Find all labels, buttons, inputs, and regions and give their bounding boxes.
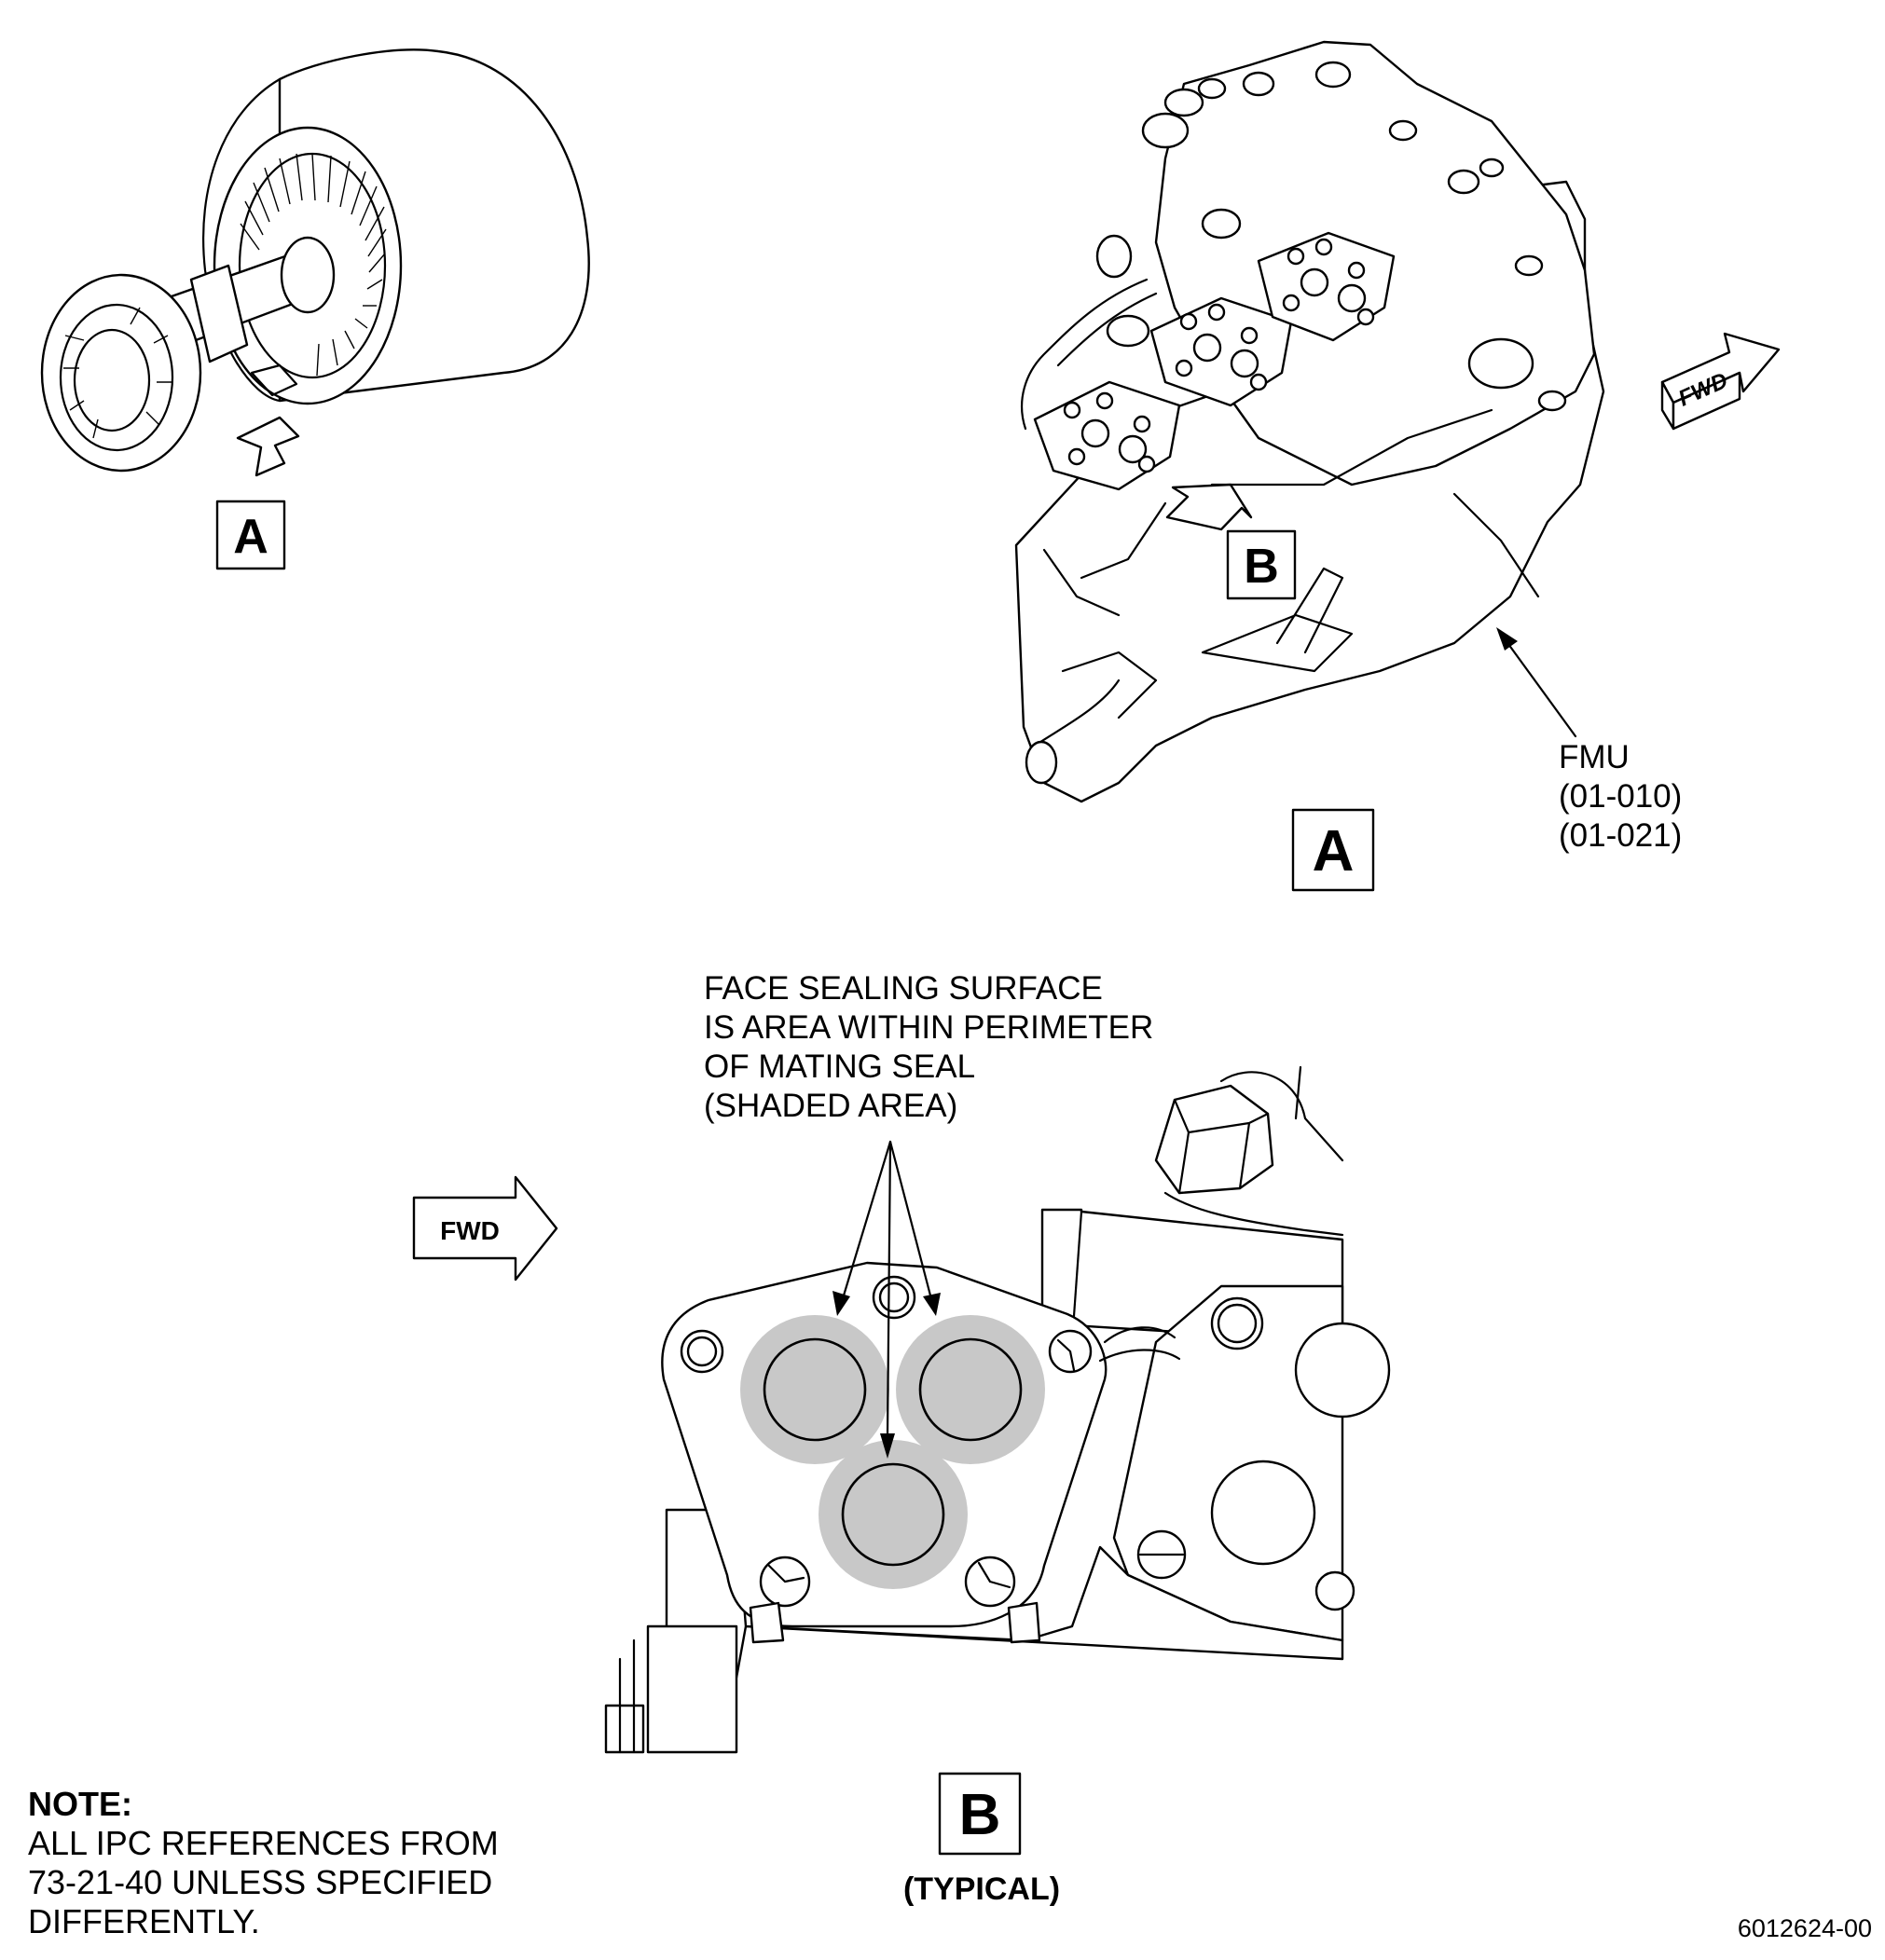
note-block: NOTE: ALL IPC REFERENCES FROM 73-21-40 U… xyxy=(28,1785,499,1941)
bolt-holes xyxy=(680,1275,1093,1608)
fwd-arrow-view-a: FWD xyxy=(1660,332,1781,431)
port-hole-3 xyxy=(841,1462,945,1567)
fmu-leader-arrowhead xyxy=(1496,627,1518,651)
fwd-arrow-view-b-label: FWD xyxy=(440,1216,500,1245)
fmu-leader-line xyxy=(1499,632,1577,738)
view-a-pointer-arrow xyxy=(236,416,300,477)
port-hole-1 xyxy=(763,1337,867,1442)
note-line-1: ALL IPC REFERENCES FROM xyxy=(28,1824,499,1862)
view-a-fmu-drawing: B FMU (01-010) (01-021) A FWD xyxy=(1014,40,1781,892)
sealing-callout-line-4: (SHADED AREA) xyxy=(704,1088,957,1124)
note-line-2: 73-21-40 UNLESS SPECIFIED xyxy=(28,1863,493,1901)
sealing-callout-leaders xyxy=(832,1140,941,1459)
view-b-title-box xyxy=(938,1772,1022,1856)
view-b-pointer-arrow xyxy=(1165,483,1253,531)
document-number: 6012624-00 xyxy=(1737,1914,1872,1942)
view-a-title-box xyxy=(1291,808,1375,892)
port-hole-2 xyxy=(918,1337,1023,1442)
fmu-label-name: FMU xyxy=(1559,739,1630,775)
sealing-callout-line-2: IS AREA WITHIN PERIMETER xyxy=(704,1009,1153,1046)
view-a-callout-letter: A xyxy=(233,510,268,564)
note-heading: NOTE: xyxy=(28,1785,132,1823)
note-line-3: DIFFERENTLY. xyxy=(28,1902,260,1940)
fmu-label-ref-2: (01-021) xyxy=(1559,817,1682,854)
view-b-flange-drawing: FWD xyxy=(412,970,1391,1907)
view-b-callout-letter-small: B xyxy=(1244,540,1279,594)
view-a-title-letter: A xyxy=(1313,819,1355,884)
engine-overview-drawing: A xyxy=(40,48,590,570)
sealing-callout-line-3: OF MATING SEAL xyxy=(704,1049,975,1085)
view-b-caption: (TYPICAL) xyxy=(903,1871,1060,1907)
fan-fins xyxy=(240,153,387,377)
sealing-callout-line-1: FACE SEALING SURFACE xyxy=(704,970,1103,1007)
view-b-callout-box-small xyxy=(1226,529,1297,600)
view-a-callout-box xyxy=(215,500,286,570)
fwd-arrow-view-b: FWD xyxy=(412,1175,558,1282)
view-b-title-letter: B xyxy=(959,1783,1001,1847)
fmu-label-ref-1: (01-010) xyxy=(1559,778,1682,815)
